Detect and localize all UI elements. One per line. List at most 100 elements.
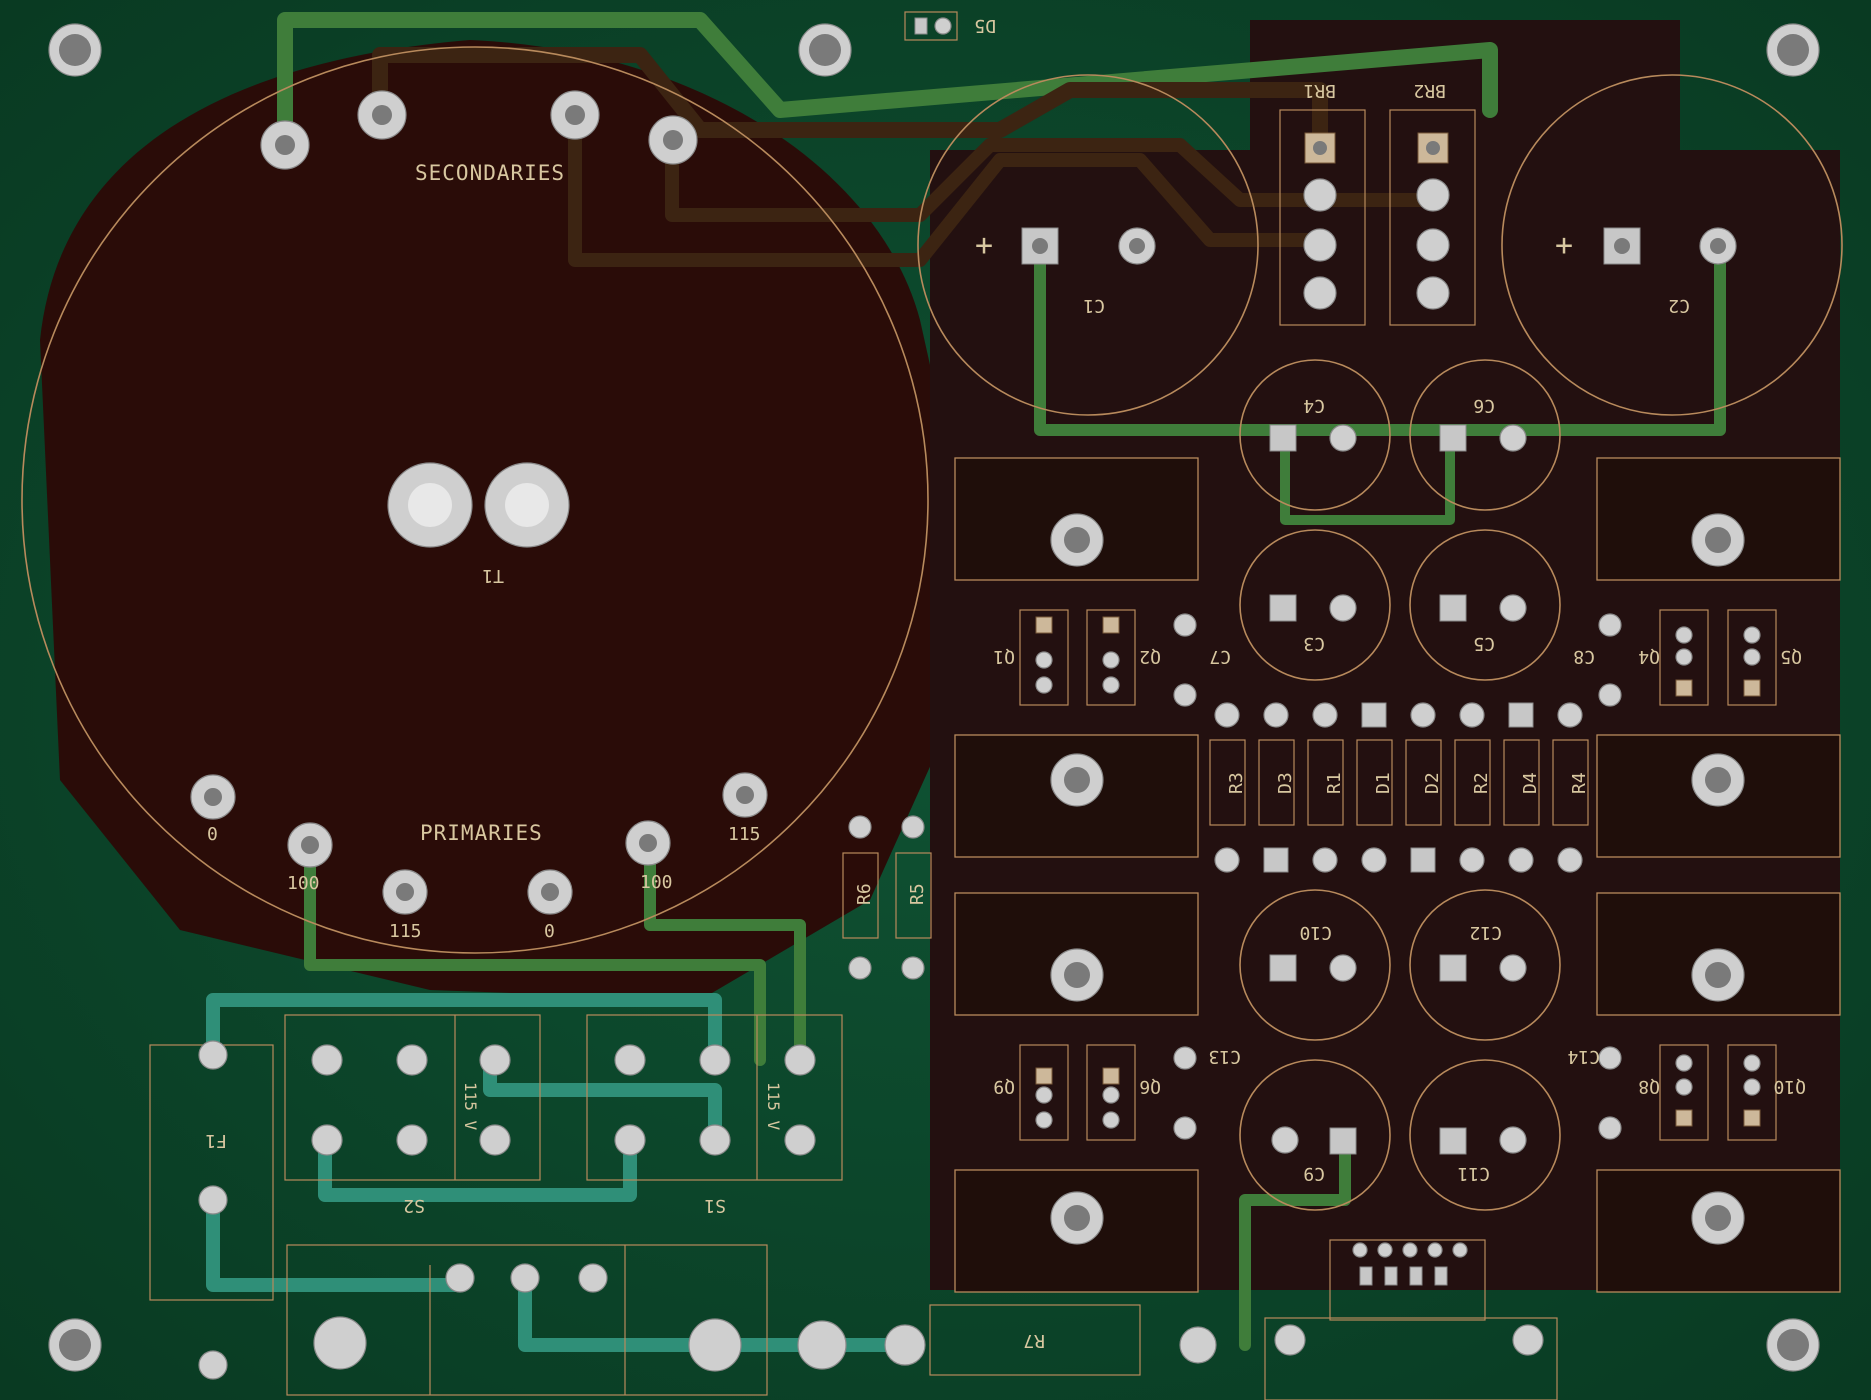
pad [884, 1324, 926, 1366]
pad [311, 1044, 343, 1076]
secondary-pads [260, 90, 698, 170]
pad [479, 1044, 511, 1076]
mounting-holes [48, 23, 1820, 1372]
r4-label: R4 [1569, 772, 1590, 794]
pad [1173, 1116, 1197, 1140]
c13-label: C13 [1208, 1046, 1241, 1067]
pad [1035, 1111, 1053, 1129]
mounting-hole-bore [1777, 34, 1809, 66]
pad [311, 1124, 343, 1156]
mount-hole [1064, 527, 1090, 553]
trace-fuse-bottom [206, 1193, 467, 1292]
d2-outline [1405, 739, 1442, 826]
heatsink-zones [954, 457, 1841, 1293]
connector-outline [1264, 1317, 1558, 1400]
pad [1434, 1266, 1448, 1286]
pad [934, 17, 952, 35]
trace-c9 [1239, 1134, 1351, 1351]
mount-hole [1064, 962, 1090, 988]
trace-secondary-3 [568, 103, 1327, 267]
mount-pad [688, 1318, 742, 1372]
c6-label: C6 [1473, 395, 1495, 416]
pad [1329, 594, 1357, 622]
c4-label: C4 [1303, 395, 1325, 416]
pad [1329, 1127, 1357, 1155]
pad [1102, 1111, 1120, 1129]
pad [1269, 954, 1297, 982]
r6-label: R6 [854, 883, 875, 905]
r1-label: R1 [1324, 772, 1345, 794]
transformer-label: T1 [482, 565, 504, 586]
pad [1303, 228, 1337, 262]
q9-outline [1019, 1044, 1069, 1141]
trace-primary-100 [304, 839, 766, 1066]
r2-label: R2 [1471, 772, 1492, 794]
pad [1361, 847, 1387, 873]
pad [1035, 651, 1053, 669]
pad-hole [663, 130, 683, 150]
pad [1416, 178, 1450, 212]
top-traces [277, 12, 1726, 525]
pad-hole [301, 836, 319, 854]
f1-label: F1 [205, 1130, 227, 1151]
c12-label: C12 [1469, 922, 1502, 943]
d4-outline [1503, 739, 1540, 826]
pad-hole [1032, 238, 1048, 254]
pad [1427, 1242, 1443, 1258]
br2-label: BR2 [1413, 80, 1446, 101]
q9-label: Q9 [993, 1076, 1015, 1097]
s1-voltage-label: 115 V [764, 1082, 783, 1131]
pad [1102, 651, 1120, 669]
pad [1499, 594, 1527, 622]
q6-label: Q6 [1139, 1076, 1161, 1097]
pad [901, 956, 925, 980]
c1-plus: + [975, 228, 993, 263]
pad-hole [204, 788, 222, 806]
trace-cap-rail [1034, 239, 1726, 436]
q1-label: Q1 [993, 646, 1015, 667]
q6-outline [1086, 1044, 1136, 1141]
pad [1410, 702, 1436, 728]
pad [198, 1040, 228, 1070]
c7-label: C7 [1209, 646, 1231, 667]
pad [1271, 1126, 1299, 1154]
pad [1263, 847, 1289, 873]
d3-outline [1258, 739, 1295, 826]
mount-hole [1705, 962, 1731, 988]
pad [1439, 1127, 1467, 1155]
s1-label: S1 [704, 1195, 726, 1216]
tap-label: 115 [728, 824, 761, 845]
pad [1173, 683, 1197, 707]
d3-label: D3 [1275, 772, 1296, 794]
pad [1035, 676, 1053, 694]
pad [1416, 276, 1450, 310]
pad [901, 815, 925, 839]
primaries-label: PRIMARIES [420, 821, 543, 845]
pad [1508, 702, 1534, 728]
d5-label: D5 [974, 15, 996, 36]
pad [614, 1044, 646, 1076]
pad [1416, 228, 1450, 262]
pad [1743, 1078, 1761, 1096]
pad [1439, 594, 1467, 622]
br2-outline [1389, 109, 1476, 326]
s2-label: S2 [403, 1195, 425, 1216]
pad [1263, 702, 1289, 728]
mounting-hole-bore [59, 34, 91, 66]
pad [1675, 1078, 1693, 1096]
mount-pad [797, 1320, 847, 1370]
mount-hole [1705, 1205, 1731, 1231]
pad [1557, 847, 1583, 873]
c9-outline [1239, 1059, 1391, 1211]
pad [1675, 679, 1693, 697]
c1-label: C1 [1083, 295, 1105, 316]
tap-label: 0 [207, 824, 218, 845]
r2-outline [1454, 739, 1491, 826]
pad [699, 1124, 731, 1156]
small-capacitors: C4 C6 C3 C5 C10 C12 C9 C11 [1239, 359, 1561, 1211]
pad [1743, 1109, 1761, 1127]
pad [1269, 424, 1297, 452]
pad [1102, 676, 1120, 694]
pad [1402, 1242, 1418, 1258]
